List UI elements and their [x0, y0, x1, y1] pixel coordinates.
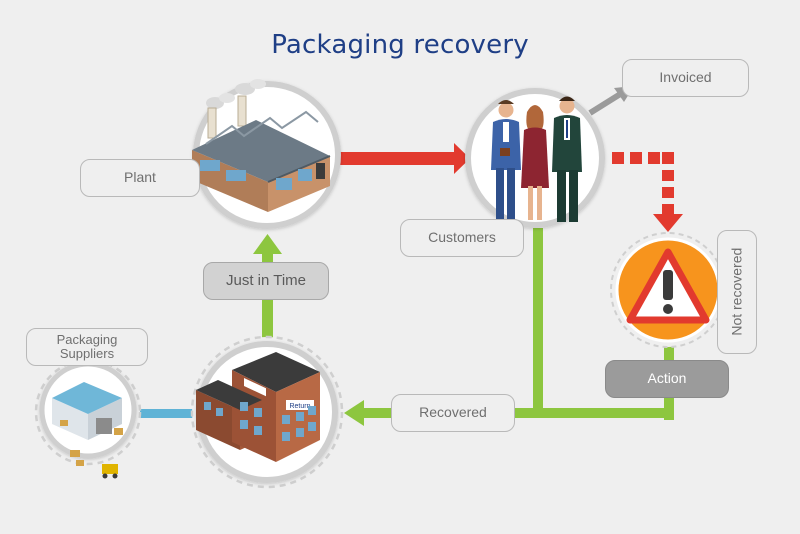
forklift-icons	[70, 450, 118, 479]
packaging-suppliers-label: Packaging Suppliers	[26, 328, 148, 366]
building-sign-text: Return	[289, 403, 310, 410]
warning-icon	[626, 248, 710, 324]
link-suppliers-to-return	[132, 409, 200, 418]
arrow-customers-to-warning-dashed	[612, 152, 683, 232]
arrow-plant-to-customers	[338, 143, 470, 174]
return-building-icon: Return	[196, 352, 320, 462]
customers-label: Customers	[400, 219, 524, 257]
not-recovered-label: Not recovered	[717, 230, 757, 354]
not-recovered-node	[610, 232, 726, 348]
factory-icon	[192, 79, 331, 212]
action-label: Action	[605, 360, 729, 398]
return-hub-node: Return	[190, 335, 344, 489]
business-people-icon	[491, 96, 582, 222]
plant-label: Plant	[80, 159, 200, 197]
recovered-label: Recovered	[391, 394, 515, 432]
just-in-time-label: Just in Time	[203, 262, 329, 300]
warehouse-icon	[52, 382, 123, 440]
plant-node	[192, 79, 341, 229]
diagram-title: Packaging recovery	[271, 30, 529, 60]
packaging-suppliers-node	[34, 358, 142, 479]
invoiced-label: Invoiced	[622, 59, 749, 97]
customers-node	[465, 88, 605, 228]
